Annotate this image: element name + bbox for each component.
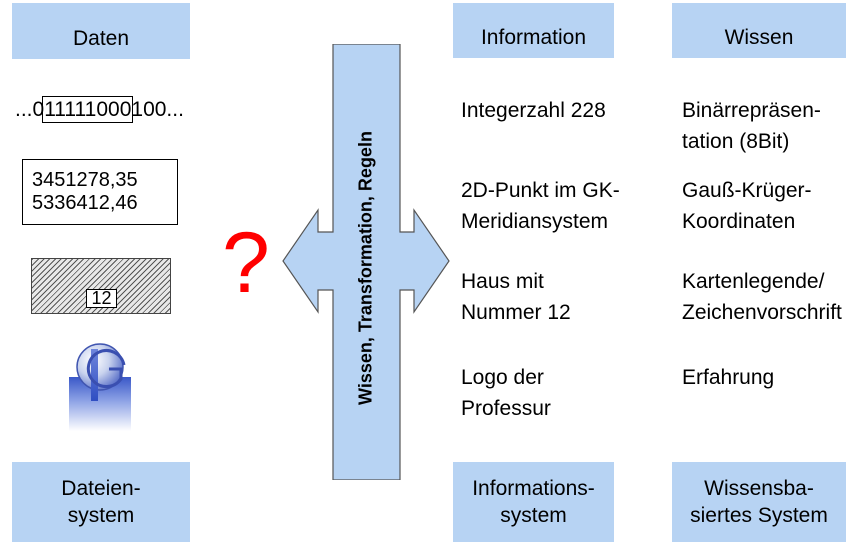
house-number-label: 12 [86,289,117,308]
footer-informationssystem: Informations- system [453,462,614,542]
professorship-logo-icon [69,343,131,431]
house-hatched-area: 12 [31,258,171,314]
binary-byte-box: 11111000 [42,96,134,123]
wissen-item-legend: Kartenlegende/ Zeichenvorschrift [682,270,842,324]
coordinate-northing: 5336412,46 [32,192,138,214]
info-item-integer: Integerzahl 228 [461,99,606,122]
question-mark: ? [222,215,270,311]
footer-wissensbasiertes-system: Wissensba- siertes System [672,462,846,542]
info-item-logo: Logo der Professur [461,366,551,420]
header-wissen: Wissen [672,3,846,58]
info-item-2d-point: 2D-Punkt im GK- Meridiansystem [461,179,620,233]
binary-string: ...011111000100... [15,96,184,123]
wissen-item-experience: Erfahrung [682,366,775,389]
binary-suffix: 100... [131,98,184,121]
wissen-item-binary: Binärrepräsen- tation (8Bit) [682,99,821,153]
header-daten: Daten [12,3,190,59]
footer-dateiensystem: Dateien- system [12,462,190,542]
header-information: Information [453,3,614,58]
coordinate-box: 3451278,35 5336412,46 [22,159,178,225]
wissen-item-gauss-krueger: Gauß-Krüger- Koordinaten [682,179,812,233]
info-item-house: Haus mit Nummer 12 [461,270,571,324]
binary-prefix: ...0 [15,98,45,121]
coordinate-easting: 3451278,35 [32,169,138,191]
transformation-arrow [282,44,450,480]
